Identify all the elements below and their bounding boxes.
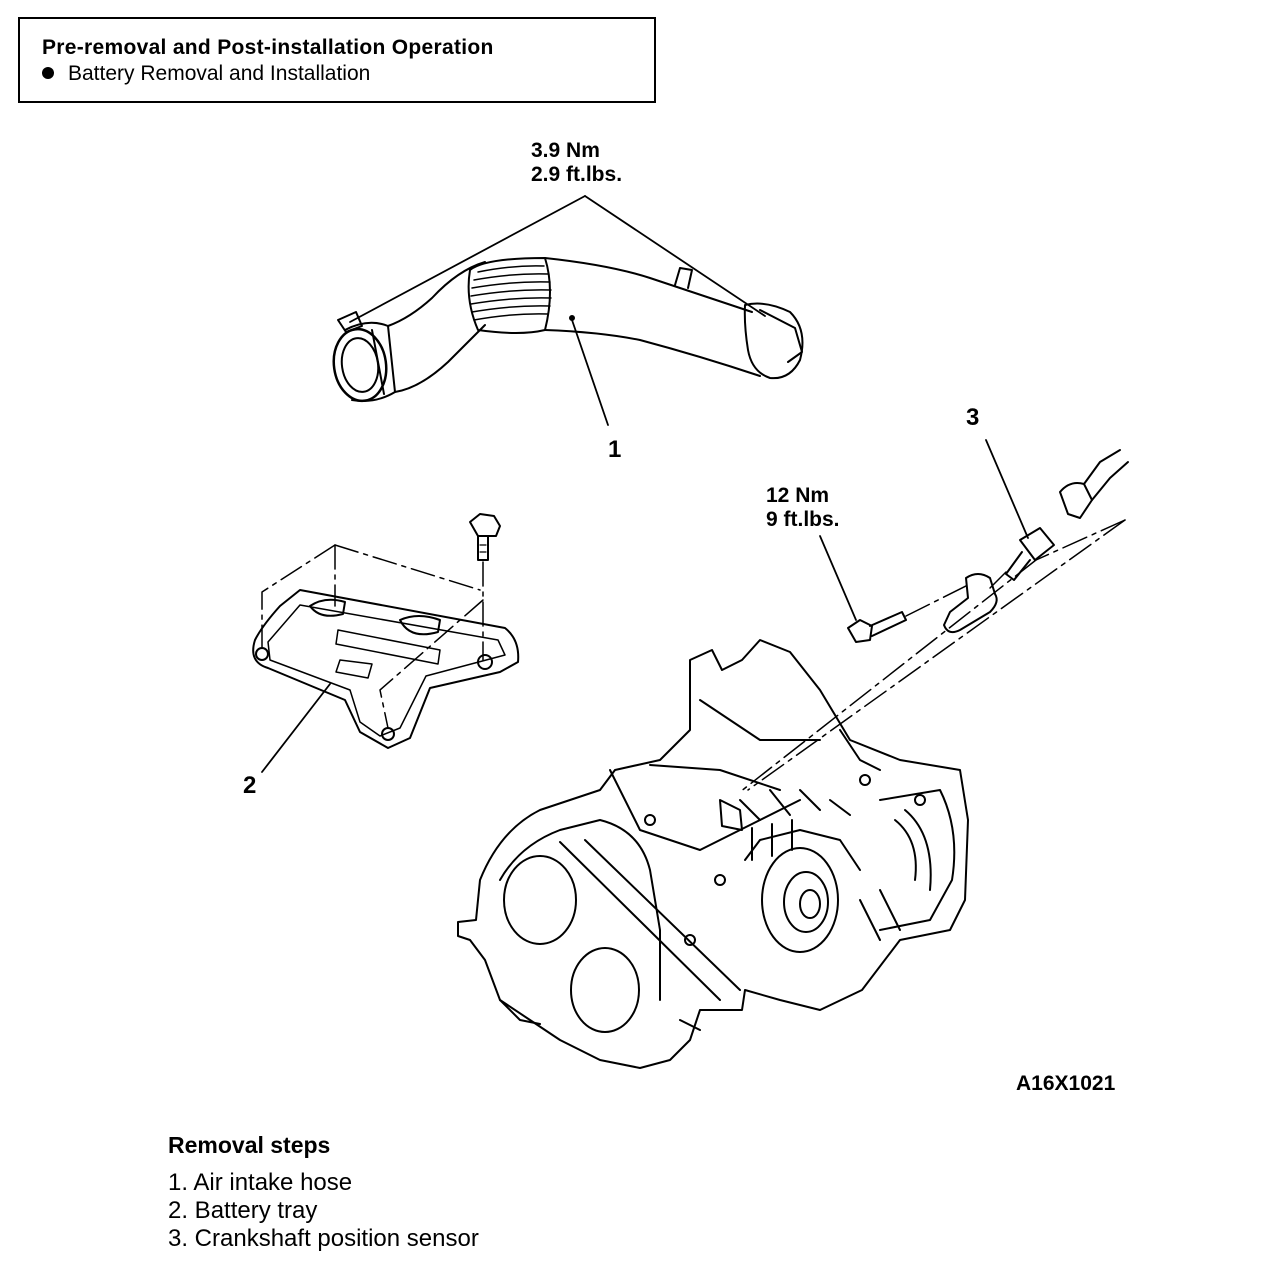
pre-op-item: Battery Removal and Installation (42, 62, 370, 86)
pre-op-box: Pre-removal and Post-installation Operat… (18, 17, 656, 103)
bullet-icon (42, 67, 54, 79)
sensor-alignment-lines (739, 519, 1126, 793)
sensor-torque-ftlb: 9 ft.lbs. (766, 508, 840, 531)
alignment-lines (261, 544, 484, 729)
pre-op-title: Pre-removal and Post-installation Operat… (42, 36, 494, 59)
part-3-label: 3 (966, 404, 980, 431)
hose-torque-ftlb: 2.9 ft.lbs. (531, 163, 623, 186)
pre-op-item-label: Battery Removal and Installation (68, 62, 371, 85)
air-intake-hose (332, 257, 804, 403)
part-2-label: 2 (243, 772, 257, 799)
removal-step: 2. Battery tray (168, 1197, 318, 1224)
transaxle-assembly (457, 639, 969, 1069)
removal-step: 3. Crankshaft position sensor (168, 1225, 479, 1252)
battery-tray (252, 513, 520, 749)
removal-heading: Removal steps (168, 1132, 331, 1158)
hose-torque-nm: 3.9 Nm (531, 139, 600, 162)
crankshaft-sensor (847, 449, 1129, 643)
removal-step: 1. Air intake hose (168, 1169, 353, 1196)
removal-steps: Removal steps 1. Air intake hose 2. Batt… (168, 1132, 479, 1253)
part-1-label: 1 (608, 436, 622, 463)
figure-id: A16X1021 (1016, 1072, 1116, 1095)
sensor-torque-nm: 12 Nm (766, 484, 830, 507)
